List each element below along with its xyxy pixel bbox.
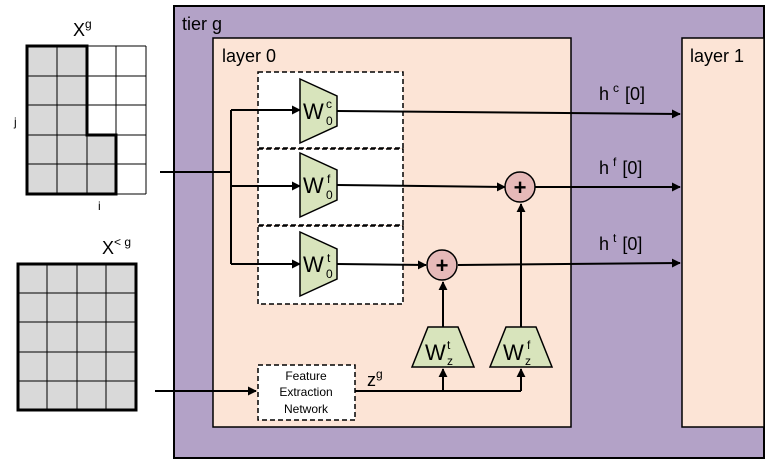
w0c-unit: W c 0: [299, 77, 338, 145]
svg-text:t: t: [447, 338, 451, 352]
layer1-label: layer 1: [690, 46, 744, 66]
svg-text:Network: Network: [284, 402, 329, 416]
input-branch-lines: [160, 105, 301, 269]
svg-text:0: 0: [326, 267, 333, 281]
xg-axis-j: j: [13, 115, 17, 129]
tier-label: tier g: [182, 14, 222, 34]
svg-text:0: 0: [326, 114, 333, 128]
xg-label: Xg: [73, 17, 92, 40]
svg-text:+: +: [436, 253, 449, 278]
layer0-label: layer 0: [222, 46, 276, 66]
w0-output-lines: [336, 109, 681, 270]
svg-text:Extraction: Extraction: [279, 385, 332, 399]
svg-text:f: f: [327, 172, 331, 186]
feature-extraction-network: Feature Extraction Network: [257, 364, 356, 421]
wz-output-lines: [438, 203, 526, 327]
zg-lines: [355, 368, 526, 392]
xg-axis-i: i: [98, 199, 101, 213]
zg-label: zg: [367, 367, 383, 390]
svg-text:z: z: [525, 354, 531, 368]
xltg-label: X< g: [102, 235, 131, 258]
svg-text:W: W: [503, 340, 524, 365]
wzt-unit: W t z: [410, 326, 476, 368]
w0t-unit: W t 0: [299, 230, 338, 298]
svg-text:0: 0: [326, 188, 333, 202]
adder-t: +: [426, 249, 458, 281]
adder-f: +: [504, 171, 536, 203]
svg-text:t: t: [327, 251, 331, 265]
xg-grid: [25, 44, 147, 196]
xltg-grid: [16, 262, 138, 412]
layer1-box: [681, 37, 765, 428]
svg-text:z: z: [447, 354, 453, 368]
svg-text:W: W: [303, 173, 324, 198]
svg-text:Feature: Feature: [285, 369, 327, 383]
svg-text:c: c: [326, 97, 332, 111]
svg-text:W: W: [303, 99, 324, 124]
svg-text:W: W: [425, 340, 446, 365]
svg-text:f: f: [527, 338, 531, 352]
wzf-unit: W f z: [488, 326, 554, 368]
w0f-unit: W f 0: [299, 151, 338, 219]
svg-text:W: W: [303, 252, 324, 277]
svg-text:+: +: [514, 175, 527, 200]
